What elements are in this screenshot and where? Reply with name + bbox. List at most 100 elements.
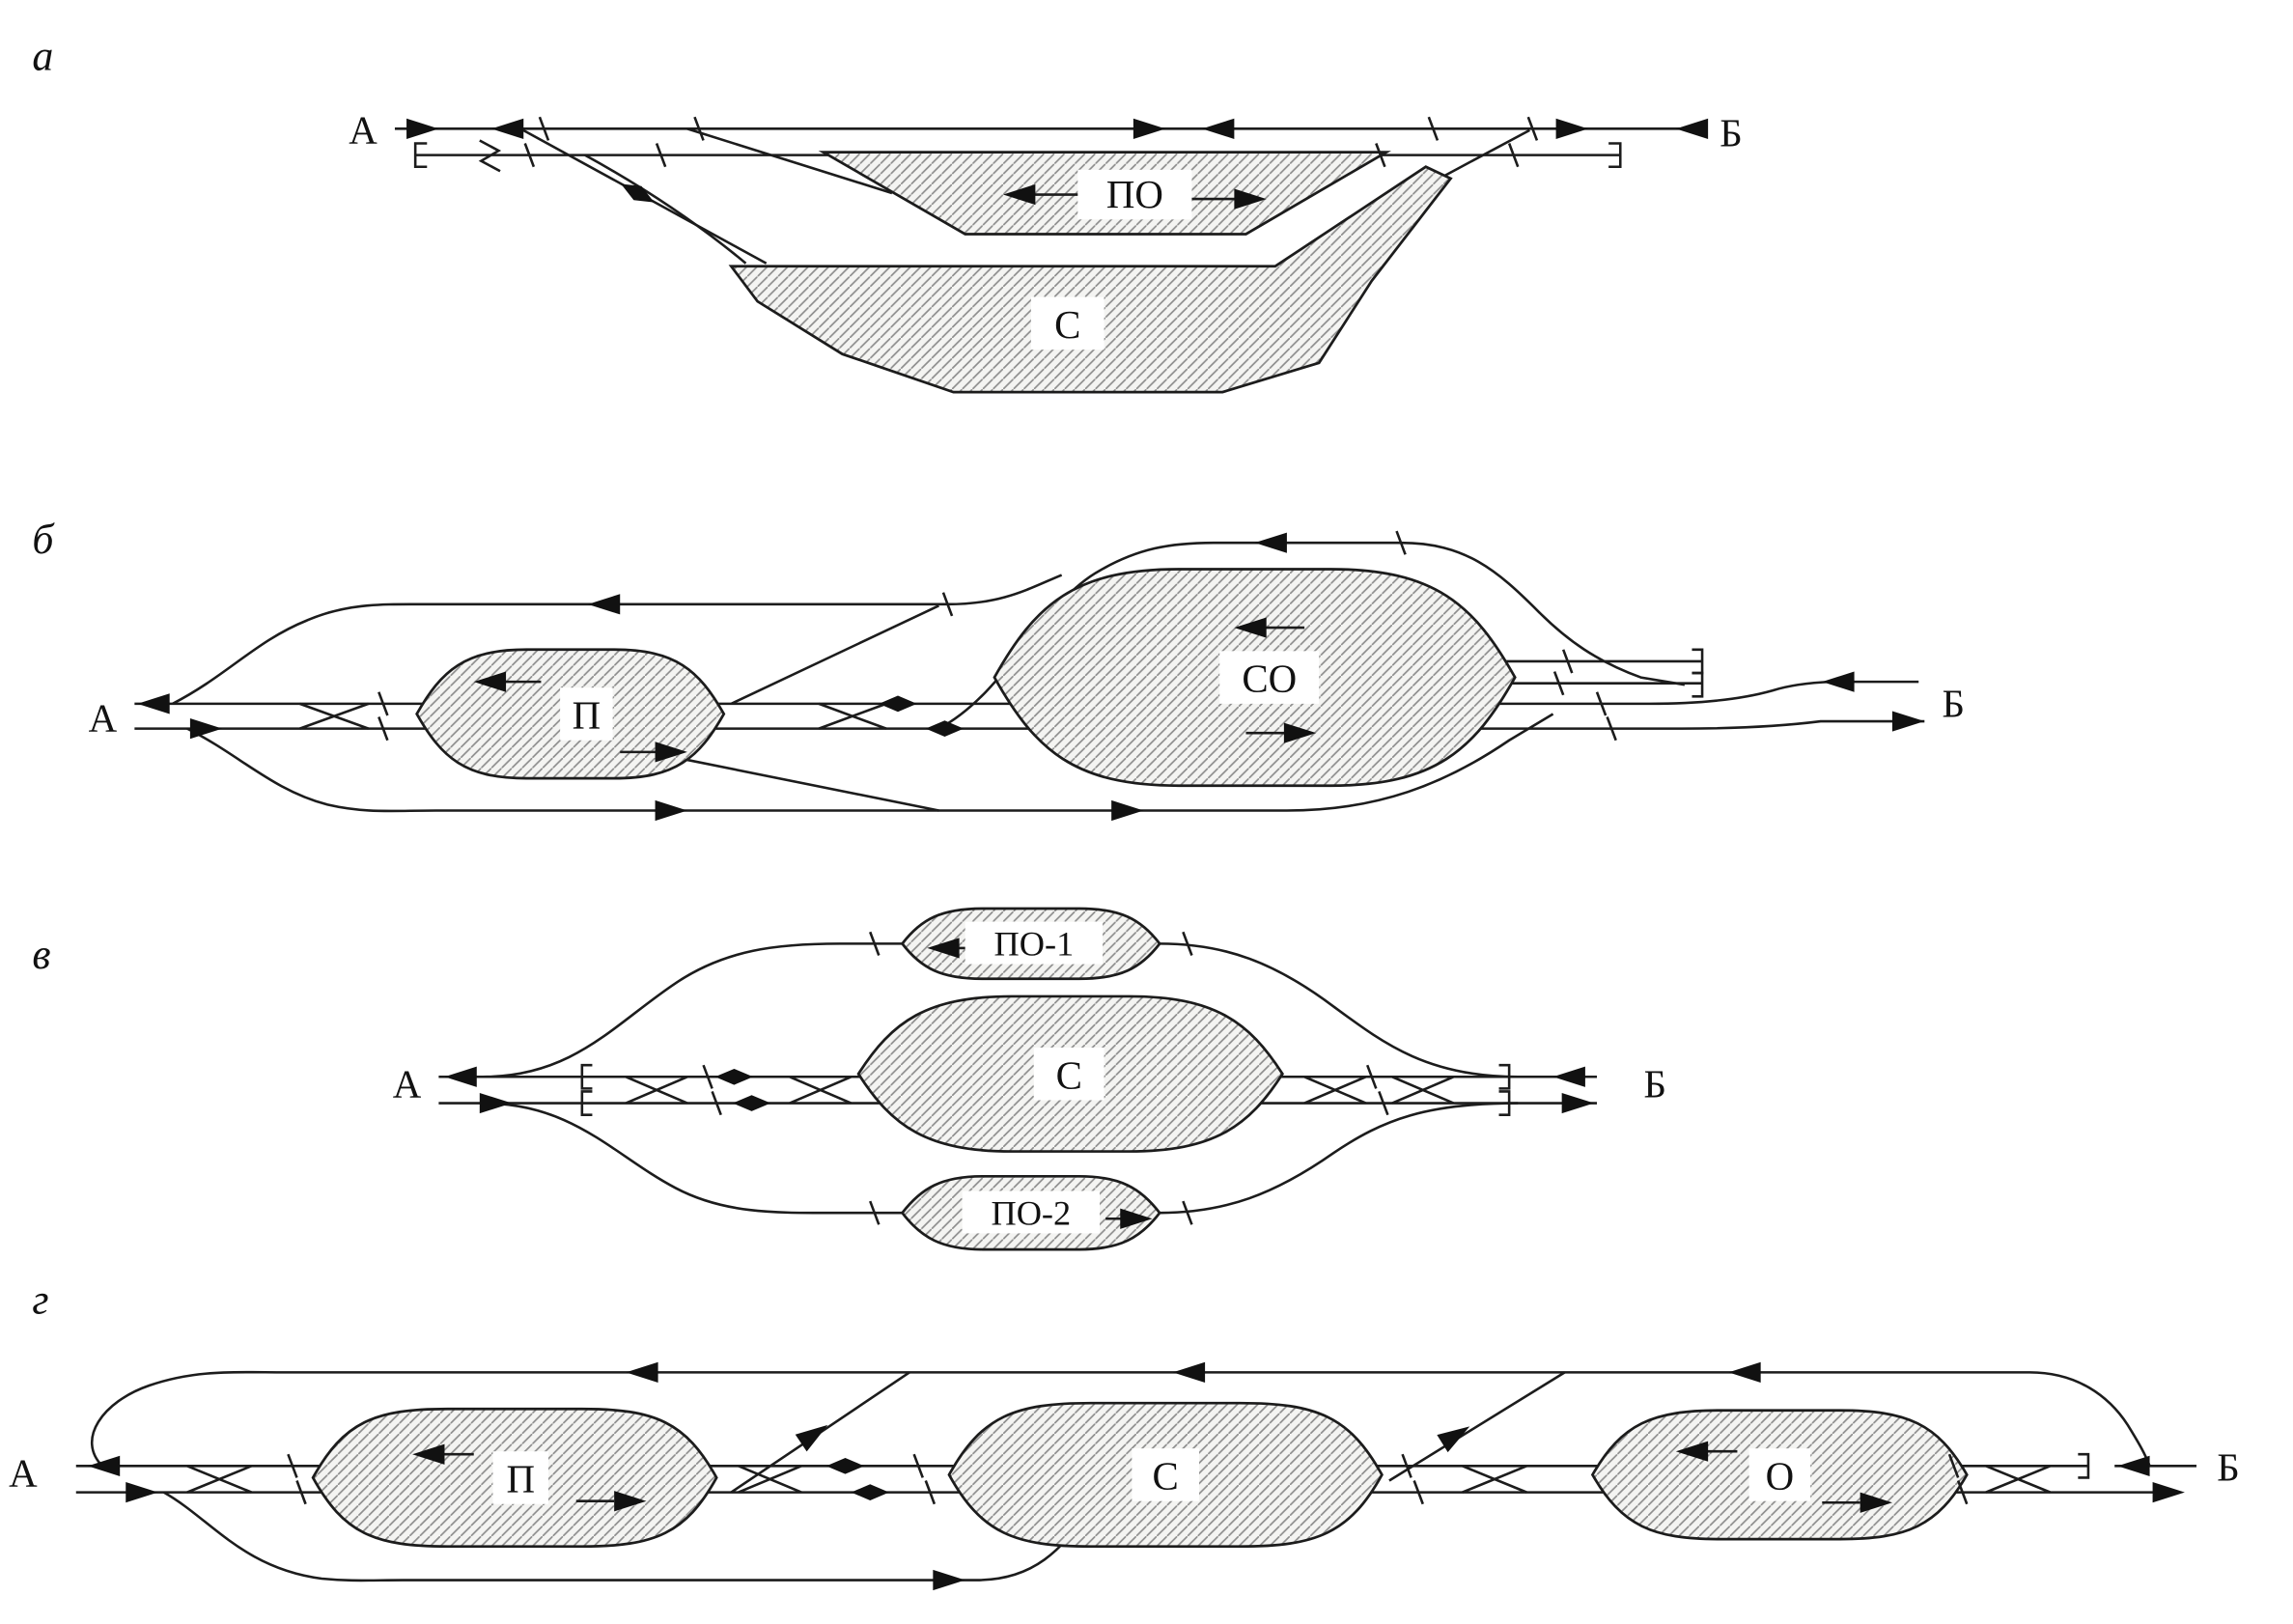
track-symbols	[444, 930, 1594, 1226]
loop-track-lower	[163, 1491, 1107, 1582]
label-box	[1132, 1448, 1200, 1501]
park-o-label: О	[1675, 1441, 1892, 1513]
diagram-b: б А Б	[32, 516, 1965, 822]
main-track-1	[134, 680, 1919, 706]
diagram-v: в А Б	[32, 907, 1666, 1251]
label-text: ПО-2	[991, 1193, 1071, 1232]
label-text: С	[1056, 1053, 1082, 1097]
park-po-label: ПО	[1003, 169, 1267, 220]
park-po1-label: ПО-1	[927, 921, 1104, 965]
park-po2-label: ПО-2	[962, 1190, 1153, 1234]
label-box	[1030, 296, 1105, 350]
loop-track-upper-left	[482, 942, 903, 1078]
section-label: б	[32, 516, 55, 563]
arrow-left-icon	[1254, 532, 1287, 553]
hump-icon	[825, 1458, 865, 1474]
main-track-2	[134, 719, 1925, 730]
park-so-label: СО	[1219, 617, 1320, 743]
loop-track-lower-right	[1160, 1102, 1519, 1215]
terminal-label-A: А	[89, 697, 118, 741]
arrow-left-icon	[2117, 1455, 2150, 1476]
terminal-label-A: А	[349, 108, 378, 152]
connector-track	[1388, 1371, 1566, 1482]
dead-end-icon	[1692, 671, 1704, 698]
crossover	[1391, 1076, 1455, 1105]
arrow-right-icon	[189, 718, 223, 740]
label-box	[492, 1451, 549, 1504]
label-text: СО	[1242, 658, 1297, 701]
terminal-label-B: Б	[1720, 112, 1742, 155]
arrow-left-icon	[626, 1361, 658, 1383]
park-s-label: С	[1033, 1047, 1105, 1101]
section-label: г	[32, 1276, 48, 1324]
hump-icon	[714, 1068, 754, 1085]
arrow-right-icon	[126, 1482, 158, 1503]
arrow-right-icon	[1111, 799, 1144, 822]
crossover	[186, 1465, 253, 1494]
label-text: П	[506, 1458, 535, 1501]
arrow-left-icon	[444, 1066, 477, 1087]
track-symbols	[87, 1361, 2185, 1591]
loop-track-upper-1	[172, 574, 1063, 706]
dead-end-icon	[1498, 1063, 1511, 1090]
park-p-label: П	[412, 1443, 647, 1512]
arrow-left-icon	[137, 693, 170, 714]
connector-track	[684, 758, 939, 812]
crossover	[1985, 1465, 2052, 1494]
section-label: в	[32, 931, 50, 978]
arrow-left-icon	[490, 118, 524, 139]
park-s-area	[728, 165, 1453, 394]
terminal-label-B: Б	[1942, 682, 1964, 725]
arrow-left-icon	[1675, 118, 1709, 139]
label-text: С	[1153, 1455, 1179, 1498]
dead-end-icon	[2078, 1452, 2090, 1479]
arrow-left-icon	[1172, 1361, 1206, 1383]
label-text: ПО-1	[993, 924, 1074, 963]
label-box	[1077, 169, 1192, 220]
crossover	[789, 1076, 853, 1105]
label-box	[560, 687, 613, 741]
loop-track-lower	[186, 713, 1554, 813]
dead-end-icon	[580, 1063, 593, 1090]
connector-track	[1443, 128, 1530, 177]
tracks	[394, 127, 1700, 265]
tracks	[134, 541, 1925, 813]
track-symbols	[137, 529, 1925, 822]
terminal-label-A: А	[393, 1062, 422, 1106]
crossover	[818, 702, 887, 730]
hump-icon	[851, 1484, 889, 1500]
connector-track	[584, 154, 747, 265]
arrow-left-icon	[1728, 1361, 1761, 1383]
hump-icon	[732, 1095, 771, 1111]
arrow-left-icon	[587, 594, 621, 615]
crossover	[1303, 1076, 1367, 1105]
arrow-left-icon	[1822, 671, 1855, 692]
label-text: ПО	[1106, 173, 1163, 216]
park-p-label: П	[473, 671, 687, 763]
arrow-right-icon	[1891, 711, 1925, 732]
crossover	[1462, 1465, 1527, 1494]
arrow-right-icon	[1561, 1092, 1594, 1114]
arrow-right-icon	[406, 118, 439, 139]
section-label: а	[32, 33, 53, 80]
loop-track-lower-left	[482, 1102, 903, 1215]
crossover	[738, 1465, 802, 1494]
arrow-right-icon	[1133, 118, 1166, 139]
crossover	[299, 702, 370, 730]
arrow-right-icon	[933, 1569, 965, 1591]
terminal-label-B: Б	[1643, 1062, 1665, 1106]
hump-icon	[879, 695, 917, 713]
loop-track-upper	[90, 1370, 2151, 1468]
arrow-right-icon	[655, 799, 687, 822]
arrow-left-icon	[1202, 118, 1235, 139]
diagram-g: г А Б	[9, 1276, 2240, 1591]
label-text: С	[1054, 303, 1080, 347]
arrow-left-icon	[87, 1455, 121, 1476]
loop-track-upper-right	[1160, 942, 1519, 1078]
label-box	[1219, 651, 1320, 704]
label-text: О	[1766, 1455, 1795, 1498]
dead-end-icon	[413, 142, 428, 169]
arrow-left-icon	[1552, 1066, 1585, 1087]
connector-track	[686, 127, 893, 195]
